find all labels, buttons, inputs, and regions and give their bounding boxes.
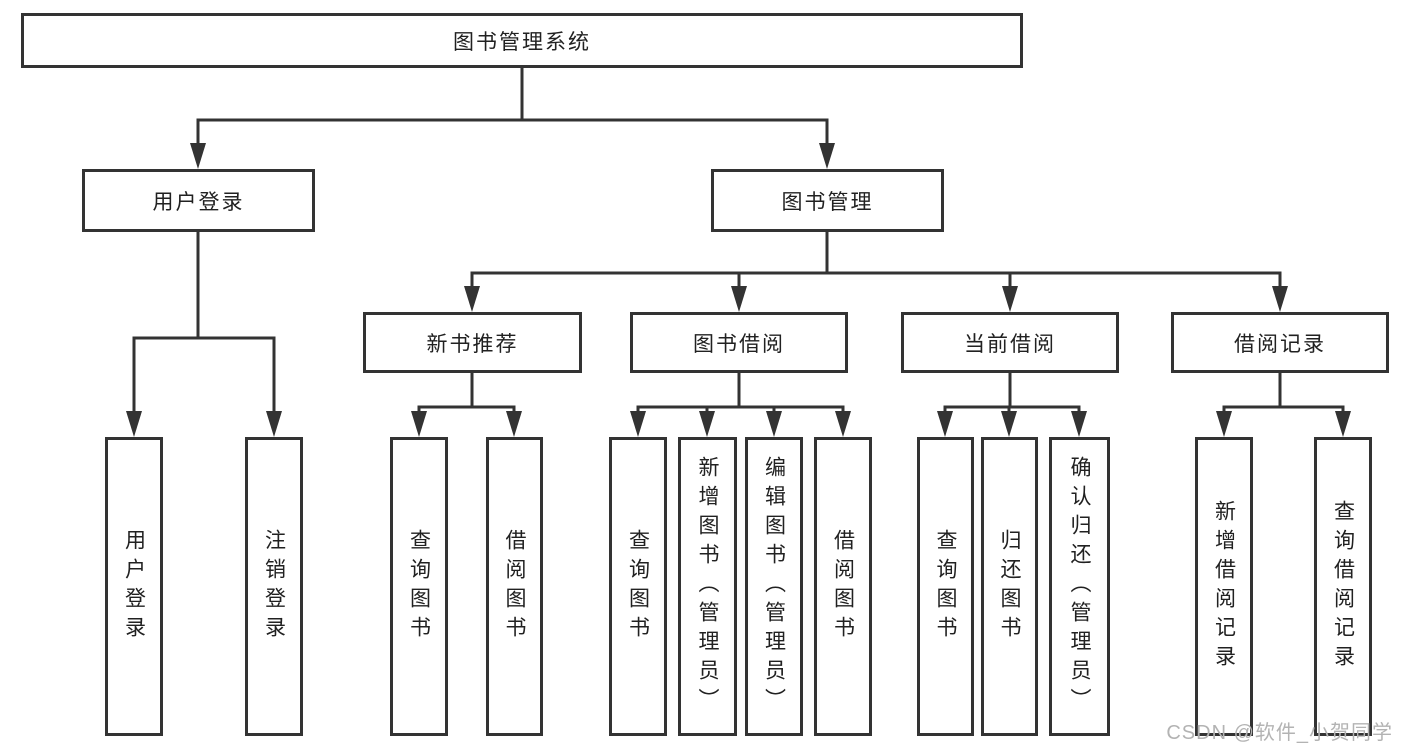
leaf-confirm-return-admin: 确认归还（管理员）	[1049, 437, 1110, 736]
csdn-watermark: CSDN @软件_小贺同学	[1166, 722, 1393, 744]
node-borrowing-records: 借阅记录	[1171, 312, 1389, 373]
leaf-return-book: 归还图书	[981, 437, 1038, 736]
leaf-logout: 注销登录	[245, 437, 303, 736]
leaf-borrow-books-borrowing: 借阅图书	[814, 437, 872, 736]
leaf-add-book-admin: 新增图书（管理员）	[678, 437, 737, 736]
leaf-borrow-books-recommend: 借阅图书	[486, 437, 543, 736]
leaf-query-books-recommend: 查询图书	[390, 437, 448, 736]
node-user-login: 用户登录	[82, 169, 315, 232]
leaf-user-login: 用户登录	[105, 437, 163, 736]
leaf-query-books-borrowing: 查询图书	[609, 437, 667, 736]
node-book-management: 图书管理	[711, 169, 944, 232]
leaf-edit-book-admin: 编辑图书（管理员）	[745, 437, 803, 736]
leaf-query-borrow-record: 查询借阅记录	[1314, 437, 1372, 736]
node-new-book-recommend: 新书推荐	[363, 312, 582, 373]
leaf-query-books-current: 查询图书	[917, 437, 974, 736]
node-library-management-system: 图书管理系统	[21, 13, 1023, 68]
node-current-borrowing: 当前借阅	[901, 312, 1119, 373]
node-book-borrowing: 图书借阅	[630, 312, 848, 373]
leaf-add-borrow-record: 新增借阅记录	[1195, 437, 1253, 736]
